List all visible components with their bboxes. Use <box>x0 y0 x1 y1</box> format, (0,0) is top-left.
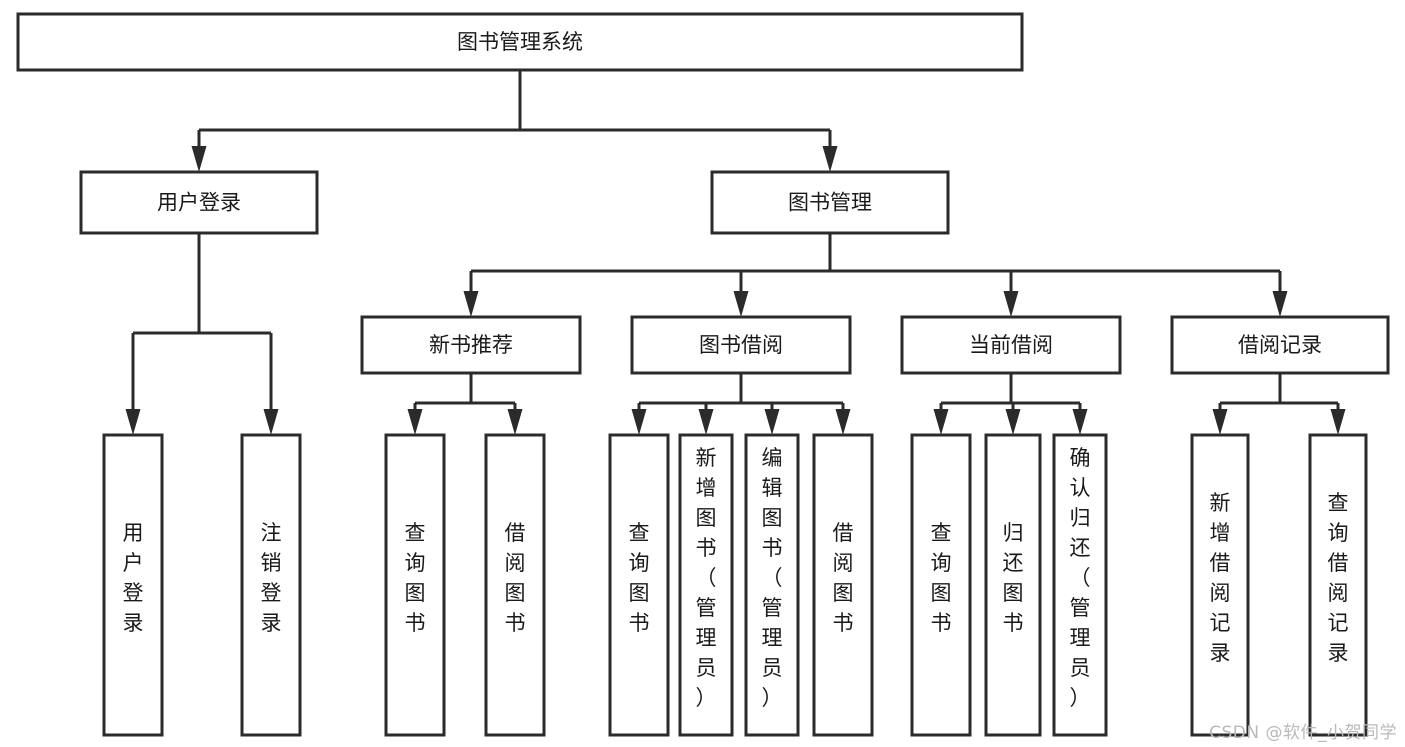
node-box-confirm-return-admin <box>1052 433 1108 737</box>
node-box-new-book-recommend <box>360 315 582 375</box>
l2-2-arrow-2-head <box>1072 409 1088 435</box>
node-query-borrow-record[interactable]: 查询借阅记录 <box>1308 433 1368 737</box>
node-user-login[interactable]: 用户登录 <box>79 170 319 235</box>
user-login-arrow-0-head <box>125 409 141 435</box>
l2-3-arrow-1-head <box>1330 409 1346 435</box>
node-borrow-book-2[interactable]: 借阅图书 <box>812 433 874 737</box>
watermark: CSDN @软件_小贺同学 <box>1209 723 1397 743</box>
node-edit-book-admin[interactable]: 编辑图书（管理员） <box>744 433 800 737</box>
node-box-user-login-do <box>102 433 164 737</box>
node-new-book-recommend[interactable]: 新书推荐 <box>360 315 582 375</box>
node-box-query-book-1 <box>384 433 446 737</box>
book-manage-arrow-0-head <box>463 291 479 317</box>
node-label-query-book-3: 查询图书 <box>931 521 952 635</box>
node-box-query-book-3 <box>910 433 972 737</box>
node-box-current-borrow <box>900 315 1122 375</box>
node-label-query-borrow-record: 查询借阅记录 <box>1328 491 1349 665</box>
node-borrow-record[interactable]: 借阅记录 <box>1170 315 1390 375</box>
l2-3-arrow-0-head <box>1212 409 1228 435</box>
l2-2-arrow-0-head <box>933 409 949 435</box>
node-label-borrow-record: 借阅记录 <box>1238 333 1322 357</box>
node-box-query-borrow-record <box>1308 433 1368 737</box>
node-label-book-manage: 图书管理 <box>788 191 872 215</box>
l2-1-arrow-2-head <box>764 409 780 435</box>
node-box-book-manage <box>710 170 950 235</box>
node-label-user-logout: 注销登录 <box>261 521 282 635</box>
node-label-book-borrow: 图书借阅 <box>699 333 783 357</box>
node-label-edit-book-admin: 编辑图书（管理员） <box>762 446 783 710</box>
node-label-borrow-book-2: 借阅图书 <box>833 521 854 635</box>
book-manage-arrow-1-head <box>733 291 749 317</box>
root-arrow-1-head <box>822 146 838 172</box>
l2-2-arrow-1-head <box>1005 409 1021 435</box>
node-query-book-3[interactable]: 查询图书 <box>910 433 972 737</box>
node-label-add-borrow-record: 新增借阅记录 <box>1210 491 1231 665</box>
node-box-borrow-record <box>1170 315 1390 375</box>
node-add-book-admin[interactable]: 新增图书（管理员） <box>678 433 734 737</box>
l2-1-arrow-3-head <box>835 409 851 435</box>
book-manage-arrow-3-head <box>1272 291 1288 317</box>
node-box-add-book-admin <box>678 433 734 737</box>
node-book-borrow[interactable]: 图书借阅 <box>630 315 852 375</box>
node-return-book[interactable]: 归还图书 <box>984 433 1042 737</box>
l2-1-arrow-1-head <box>698 409 714 435</box>
node-book-manage[interactable]: 图书管理 <box>710 170 950 235</box>
node-box-add-borrow-record <box>1190 433 1250 737</box>
node-box-book-borrow <box>630 315 852 375</box>
node-box-edit-book-admin <box>744 433 800 737</box>
node-label-query-book-1: 查询图书 <box>405 521 426 635</box>
node-label-root: 图书管理系统 <box>457 30 583 54</box>
l2-0-arrow-0-head <box>407 409 423 435</box>
node-user-login-do[interactable]: 用户登录 <box>102 433 164 737</box>
node-label-current-borrow: 当前借阅 <box>969 333 1053 357</box>
node-box-borrow-book-1 <box>484 433 546 737</box>
node-add-borrow-record[interactable]: 新增借阅记录 <box>1190 433 1250 737</box>
l2-1-arrow-0-head <box>631 409 647 435</box>
node-confirm-return-admin[interactable]: 确认归还（管理员） <box>1052 433 1108 737</box>
node-label-query-book-2: 查询图书 <box>629 521 650 635</box>
node-label-add-book-admin: 新增图书（管理员） <box>696 446 717 710</box>
node-current-borrow[interactable]: 当前借阅 <box>900 315 1122 375</box>
connectors-layer <box>125 70 1346 435</box>
node-box-root <box>16 12 1024 72</box>
node-query-book-2[interactable]: 查询图书 <box>608 433 670 737</box>
node-box-user-login <box>79 170 319 235</box>
node-user-logout[interactable]: 注销登录 <box>240 433 302 737</box>
book-manage-arrow-2-head <box>1003 291 1019 317</box>
node-box-borrow-book-2 <box>812 433 874 737</box>
node-box-user-logout <box>240 433 302 737</box>
user-login-arrow-1-head <box>263 409 279 435</box>
nodes-layer: 图书管理系统用户登录用户登录注销登录图书管理新书推荐查询图书借阅图书图书借阅查询… <box>16 12 1390 737</box>
node-box-return-book <box>984 433 1042 737</box>
root-arrow-0-head <box>191 146 207 172</box>
node-label-user-login-do: 用户登录 <box>123 521 144 635</box>
node-label-return-book: 归还图书 <box>1003 521 1024 635</box>
node-root[interactable]: 图书管理系统 <box>16 12 1024 72</box>
l2-0-arrow-1-head <box>507 409 523 435</box>
node-label-confirm-return-admin: 确认归还（管理员） <box>1070 446 1091 710</box>
node-borrow-book-1[interactable]: 借阅图书 <box>484 433 546 737</box>
node-label-borrow-book-1: 借阅图书 <box>505 521 526 635</box>
node-label-new-book-recommend: 新书推荐 <box>429 333 513 357</box>
node-box-query-book-2 <box>608 433 670 737</box>
node-query-book-1[interactable]: 查询图书 <box>384 433 446 737</box>
node-label-user-login: 用户登录 <box>157 191 241 215</box>
